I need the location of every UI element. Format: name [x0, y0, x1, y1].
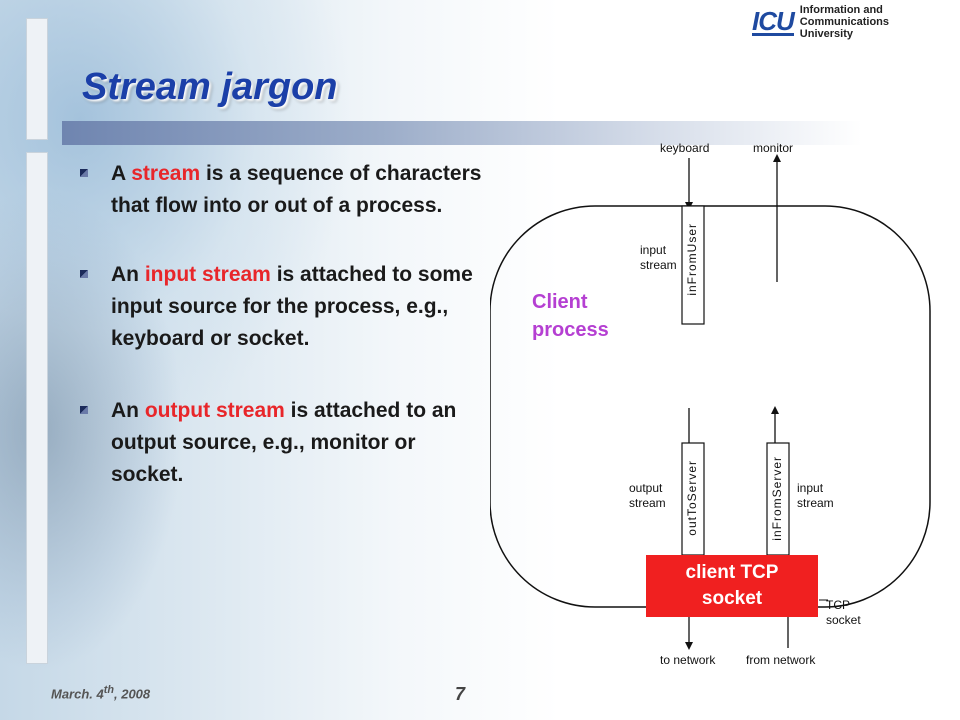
client-process-outline — [490, 205, 931, 608]
logo-text: Information and Communications Universit… — [800, 4, 960, 40]
tcp-socket-line-2: socket — [826, 613, 861, 627]
bullet-text: An input stream is attached to some inpu… — [111, 259, 490, 355]
bullet-text: A stream is a sequence of characters tha… — [111, 158, 490, 222]
client-tcp-socket-box: client TCP socket — [646, 555, 818, 617]
bullet-highlight: stream — [131, 162, 201, 185]
in-from-user-stream-box — [681, 205, 705, 325]
client-label-line-1: Client — [532, 291, 588, 313]
decor-bar-bottom — [26, 152, 48, 664]
title-underline-bar — [62, 121, 862, 145]
from-network-label: from network — [746, 653, 816, 667]
bullet-text-pre: A — [111, 162, 132, 185]
output-stream-label: output stream — [629, 481, 666, 511]
input-stream-2-label: input stream — [797, 481, 834, 511]
university-logo: ICU Information and Communications Unive… — [752, 4, 960, 40]
page-number: 7 — [455, 684, 466, 704]
tcp-socket-label: TCP socket — [826, 598, 861, 628]
monitor-label: monitor — [753, 141, 794, 155]
out-to-server-label: outToServer — [685, 460, 699, 536]
bullet-text-pre: An — [111, 263, 145, 286]
logo-line-2: University — [799, 28, 853, 40]
bullet-text-post: is attached to some input source for the… — [111, 263, 473, 350]
input-stream-line-2: stream — [640, 258, 677, 272]
input-stream-line-1: input — [640, 243, 667, 257]
square-bullet-icon — [80, 406, 88, 414]
date-year: , 2008 — [113, 686, 151, 702]
bullet-item-3: An output stream is attached to an outpu… — [80, 395, 490, 491]
slide-date: March. 4th, 2008 — [51, 684, 150, 701]
input-stream-2-line-1: input — [797, 481, 824, 495]
date-superscript: th — [103, 684, 114, 696]
decor-bar-top — [26, 18, 48, 140]
output-stream-line-1: output — [629, 481, 663, 495]
bullet-item-2: An input stream is attached to some inpu… — [80, 259, 490, 355]
socket-line-1: client TCP — [685, 562, 779, 583]
client-label-line-2: process — [532, 319, 609, 341]
logo-line-1: Information and Communications — [799, 4, 890, 28]
bullet-text-post: is attached to an output source, e.g., m… — [111, 399, 457, 486]
logo-mark: ICU — [752, 5, 795, 36]
square-bullet-icon — [80, 270, 88, 278]
client-process-label: Client process — [532, 288, 609, 344]
tcp-socket-line-1: TCP — [826, 598, 850, 612]
input-stream-2-line-2: stream — [797, 496, 834, 510]
bullet-item-1: A stream is a sequence of characters tha… — [80, 158, 490, 222]
in-from-user-label: inFromUser — [685, 223, 699, 296]
bullet-text-post: is a sequence of characters that flow in… — [111, 162, 482, 217]
output-stream-line-2: stream — [629, 496, 666, 510]
slide-background — [0, 0, 560, 720]
bullet-highlight: input stream — [144, 263, 271, 286]
bullet-text: An output stream is attached to an outpu… — [111, 395, 490, 491]
keyboard-label: keyboard — [660, 141, 710, 155]
square-bullet-icon — [80, 169, 88, 177]
bullet-highlight: output stream — [144, 399, 285, 422]
to-network-label: to network — [660, 653, 716, 667]
slide-title: Stream jargon — [82, 66, 338, 108]
date-main: March. 4 — [51, 686, 104, 702]
socket-line-2: socket — [701, 588, 763, 609]
bullet-text-pre: An — [111, 399, 145, 422]
stream-diagram: keyboard monitor Client process input st… — [490, 130, 960, 720]
input-stream-label: input stream — [640, 243, 677, 273]
diagram-lines — [490, 154, 931, 650]
in-from-server-label: inFromServer — [770, 456, 784, 541]
